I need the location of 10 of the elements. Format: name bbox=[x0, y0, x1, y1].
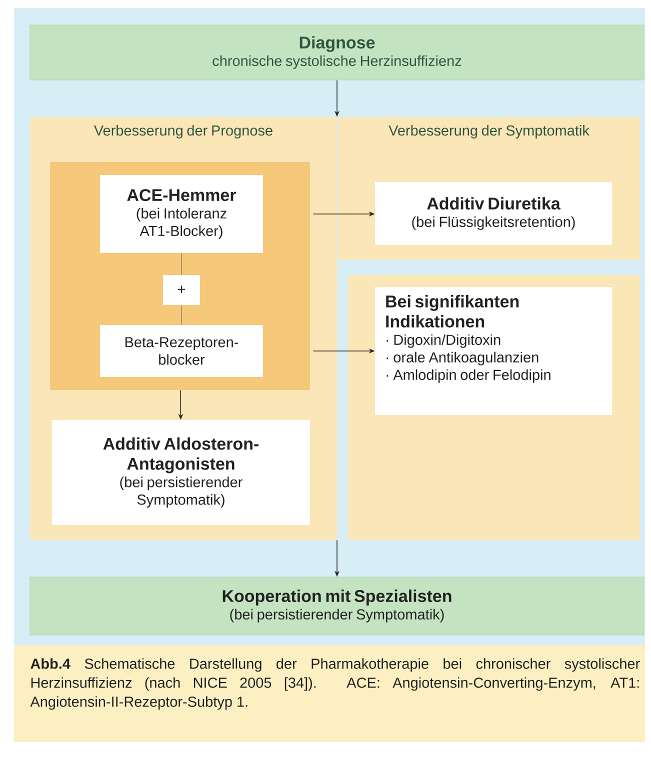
drug-box: ACE-Hemmer (bei Intoleranz AT1-Blocker) bbox=[100, 175, 263, 253]
indication-box: Bei signifikanten Indikationen · Digoxin/Digitoxin · orale Antikoagulanzien · Amlodipin oder Felodipin bbox=[375, 287, 612, 415]
drug-box: Additiv Diuretika (bei Flüssigkeitsretention) bbox=[375, 182, 612, 245]
plus-box: + bbox=[163, 275, 200, 305]
drug-box: Beta-Rezeptoren- blocker bbox=[100, 325, 263, 377]
node-label: Verbesserung der Symptomatik bbox=[388, 125, 590, 139]
caption: Abb.4 Schematische Darstellung der Pharmakotherapie bei chronischer systolischer Herzinsuffizienz (nach NICE 2005 [34]). ACE: Angiotensin-Converting-Enzym, AT1: Angiotensin-II-Rezeptor-Subtyp 1. bbox=[14, 645, 645, 742]
diagnosis-box: Diagnose chronische systolische Herzinsuffizienz bbox=[30, 24, 644, 80]
cooperation-box: Kooperation mit Spezialisten (bei persistierender Symptomatik) bbox=[30, 576, 644, 636]
drug-box: Additiv Aldosteron- Antagonisten (bei persistierender Symptomatik) bbox=[52, 420, 310, 525]
